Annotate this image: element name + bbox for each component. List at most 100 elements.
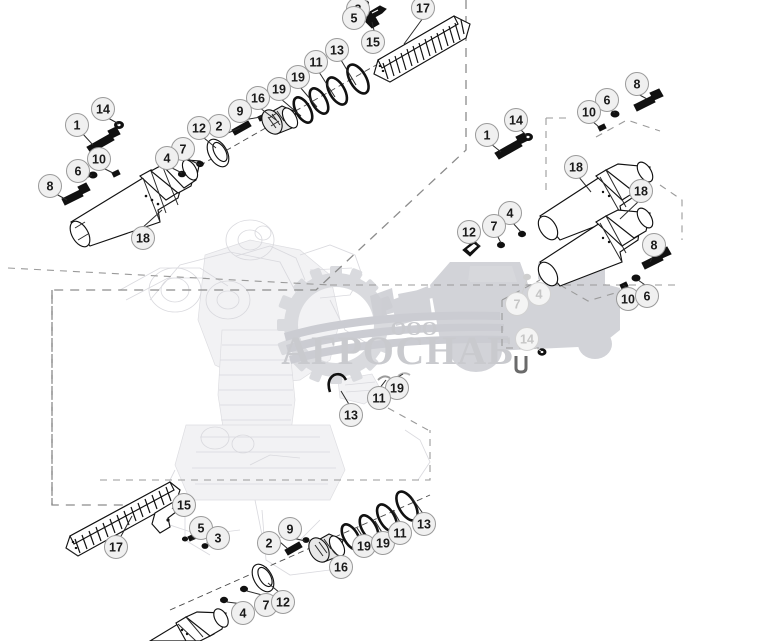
callout-7[interactable]: 7 xyxy=(505,292,529,316)
part-ribbed-rod-17-bottom xyxy=(65,481,181,557)
middle-ring-group xyxy=(327,372,411,393)
callout-number: 14 xyxy=(520,333,534,347)
callout-1[interactable]: 1 xyxy=(65,113,89,137)
callout-18[interactable]: 18 xyxy=(131,226,155,250)
callout-circle xyxy=(475,123,499,147)
callout-17[interactable]: 17 xyxy=(104,535,128,559)
part-ring-11-mid xyxy=(377,375,391,381)
callout-number: 7 xyxy=(180,143,187,157)
callout-19[interactable]: 19 xyxy=(286,65,310,89)
callout-circle xyxy=(65,113,89,137)
callout-2[interactable]: 2 xyxy=(207,114,231,138)
callout-circle xyxy=(304,50,328,74)
callout-10[interactable]: 10 xyxy=(577,100,601,124)
callout-number: 19 xyxy=(291,71,305,85)
callout-15[interactable]: 15 xyxy=(361,30,385,54)
callout-number: 3 xyxy=(215,532,222,546)
callout-12[interactable]: 12 xyxy=(271,590,295,614)
callout-number: 12 xyxy=(462,226,476,240)
callout-14[interactable]: 14 xyxy=(91,97,115,121)
callout-circle xyxy=(267,77,291,101)
right-twin-cylinder-assembly xyxy=(462,88,683,374)
callout-18[interactable]: 18 xyxy=(629,179,653,203)
callout-number: 19 xyxy=(390,382,404,396)
callout-number: 18 xyxy=(569,161,583,175)
callout-17[interactable]: 17 xyxy=(411,0,435,20)
callout-11[interactable]: 11 xyxy=(367,386,391,410)
callout-number: 10 xyxy=(582,106,596,120)
callout-circle xyxy=(172,493,196,517)
callout-number: 17 xyxy=(416,2,430,16)
callout-circle xyxy=(411,0,435,20)
part-piston-16-left xyxy=(261,105,299,135)
callout-4[interactable]: 4 xyxy=(498,201,522,225)
callout-circle xyxy=(228,99,252,123)
callout-circle xyxy=(367,386,391,410)
callout-number: 8 xyxy=(47,180,54,194)
callout-9[interactable]: 9 xyxy=(228,99,252,123)
callout-13[interactable]: 13 xyxy=(325,38,349,62)
callout-circle xyxy=(246,86,270,110)
callout-4[interactable]: 4 xyxy=(155,146,179,170)
callout-circle xyxy=(629,179,653,203)
callout-3[interactable]: 3 xyxy=(206,526,230,550)
callout-number: 19 xyxy=(357,540,371,554)
callout-number: 15 xyxy=(366,36,380,50)
callout-8[interactable]: 8 xyxy=(642,233,666,257)
callout-6[interactable]: 6 xyxy=(66,159,90,183)
part-washer-6-right-top xyxy=(610,110,620,118)
callout-13[interactable]: 13 xyxy=(412,512,436,536)
callout-circle xyxy=(286,65,310,89)
callout-circle xyxy=(504,108,528,132)
callout-circle xyxy=(131,226,155,250)
callout-number: 11 xyxy=(393,527,406,541)
callout-1[interactable]: 1 xyxy=(475,123,499,147)
callout-19[interactable]: 19 xyxy=(352,534,376,558)
callout-14[interactable]: 14 xyxy=(504,108,528,132)
callout-4[interactable]: 4 xyxy=(231,601,255,625)
callout-number: 7 xyxy=(491,220,498,234)
callout-number: 7 xyxy=(263,599,270,613)
callout-16[interactable]: 16 xyxy=(329,555,353,579)
callout-8[interactable]: 8 xyxy=(625,72,649,96)
part-washer-4-right xyxy=(518,230,526,238)
callout-12[interactable]: 12 xyxy=(187,116,211,140)
callout-2[interactable]: 2 xyxy=(257,531,281,555)
callout-number: 1 xyxy=(484,129,491,143)
callout-8[interactable]: 8 xyxy=(38,174,62,198)
callout-13[interactable]: 13 xyxy=(339,403,363,427)
callout-19[interactable]: 19 xyxy=(371,531,395,555)
part-washer-6-right-bottom xyxy=(631,274,641,282)
part-ring-11-left xyxy=(325,76,349,106)
callout-number: 4 xyxy=(164,152,171,166)
callout-14[interactable]: 14 xyxy=(515,327,539,351)
callout-9[interactable]: 9 xyxy=(278,517,302,541)
callout-19[interactable]: 19 xyxy=(267,77,291,101)
callout-6[interactable]: 6 xyxy=(635,284,659,308)
callout-11[interactable]: 11 xyxy=(388,521,412,545)
callout-11[interactable]: 11 xyxy=(304,50,328,74)
callout-12[interactable]: 12 xyxy=(457,220,481,244)
part-ring-13-left xyxy=(346,63,370,95)
callout-16[interactable]: 16 xyxy=(246,86,270,110)
callout-number: 4 xyxy=(240,607,247,621)
part-cylinder-bottom-cut xyxy=(148,608,229,641)
callout-7[interactable]: 7 xyxy=(482,214,506,238)
callout-10[interactable]: 10 xyxy=(87,147,111,171)
callout-number: 4 xyxy=(536,288,543,302)
callout-4[interactable]: 4 xyxy=(527,282,551,306)
callout-19[interactable]: 19 xyxy=(385,376,409,400)
callout-number: 11 xyxy=(309,56,322,70)
field-lines-icon xyxy=(284,311,508,364)
callout-15[interactable]: 15 xyxy=(172,493,196,517)
part-bolt-8-right-top xyxy=(633,88,664,112)
callout-number: 19 xyxy=(272,83,286,97)
callout-10[interactable]: 10 xyxy=(616,287,640,311)
callout-5[interactable]: 5 xyxy=(342,6,366,30)
callout-6[interactable]: 6 xyxy=(595,88,619,112)
gear-icon xyxy=(277,266,395,384)
callout-18[interactable]: 18 xyxy=(564,155,588,179)
part-washer-7-right xyxy=(497,241,505,249)
callout-number: 13 xyxy=(344,409,358,423)
